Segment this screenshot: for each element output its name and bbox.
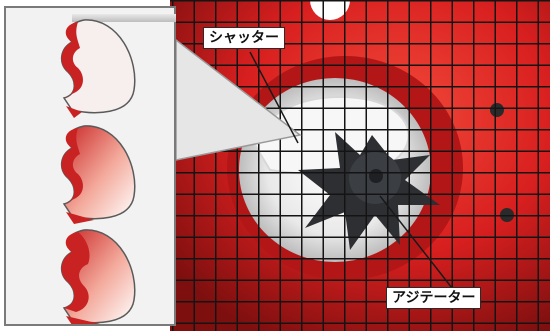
shutter-stage-2 [60, 125, 136, 224]
shutter-stage-1 [60, 19, 136, 118]
shutter-stages-inset [4, 6, 176, 326]
inset-top-bar [72, 14, 176, 22]
wire-mesh [170, 0, 550, 331]
shutter-stage-3 [60, 229, 136, 324]
shutter-stages [60, 19, 136, 324]
agitator-label: アジテーター [386, 287, 482, 309]
shutter-label: シャッター [203, 27, 285, 49]
